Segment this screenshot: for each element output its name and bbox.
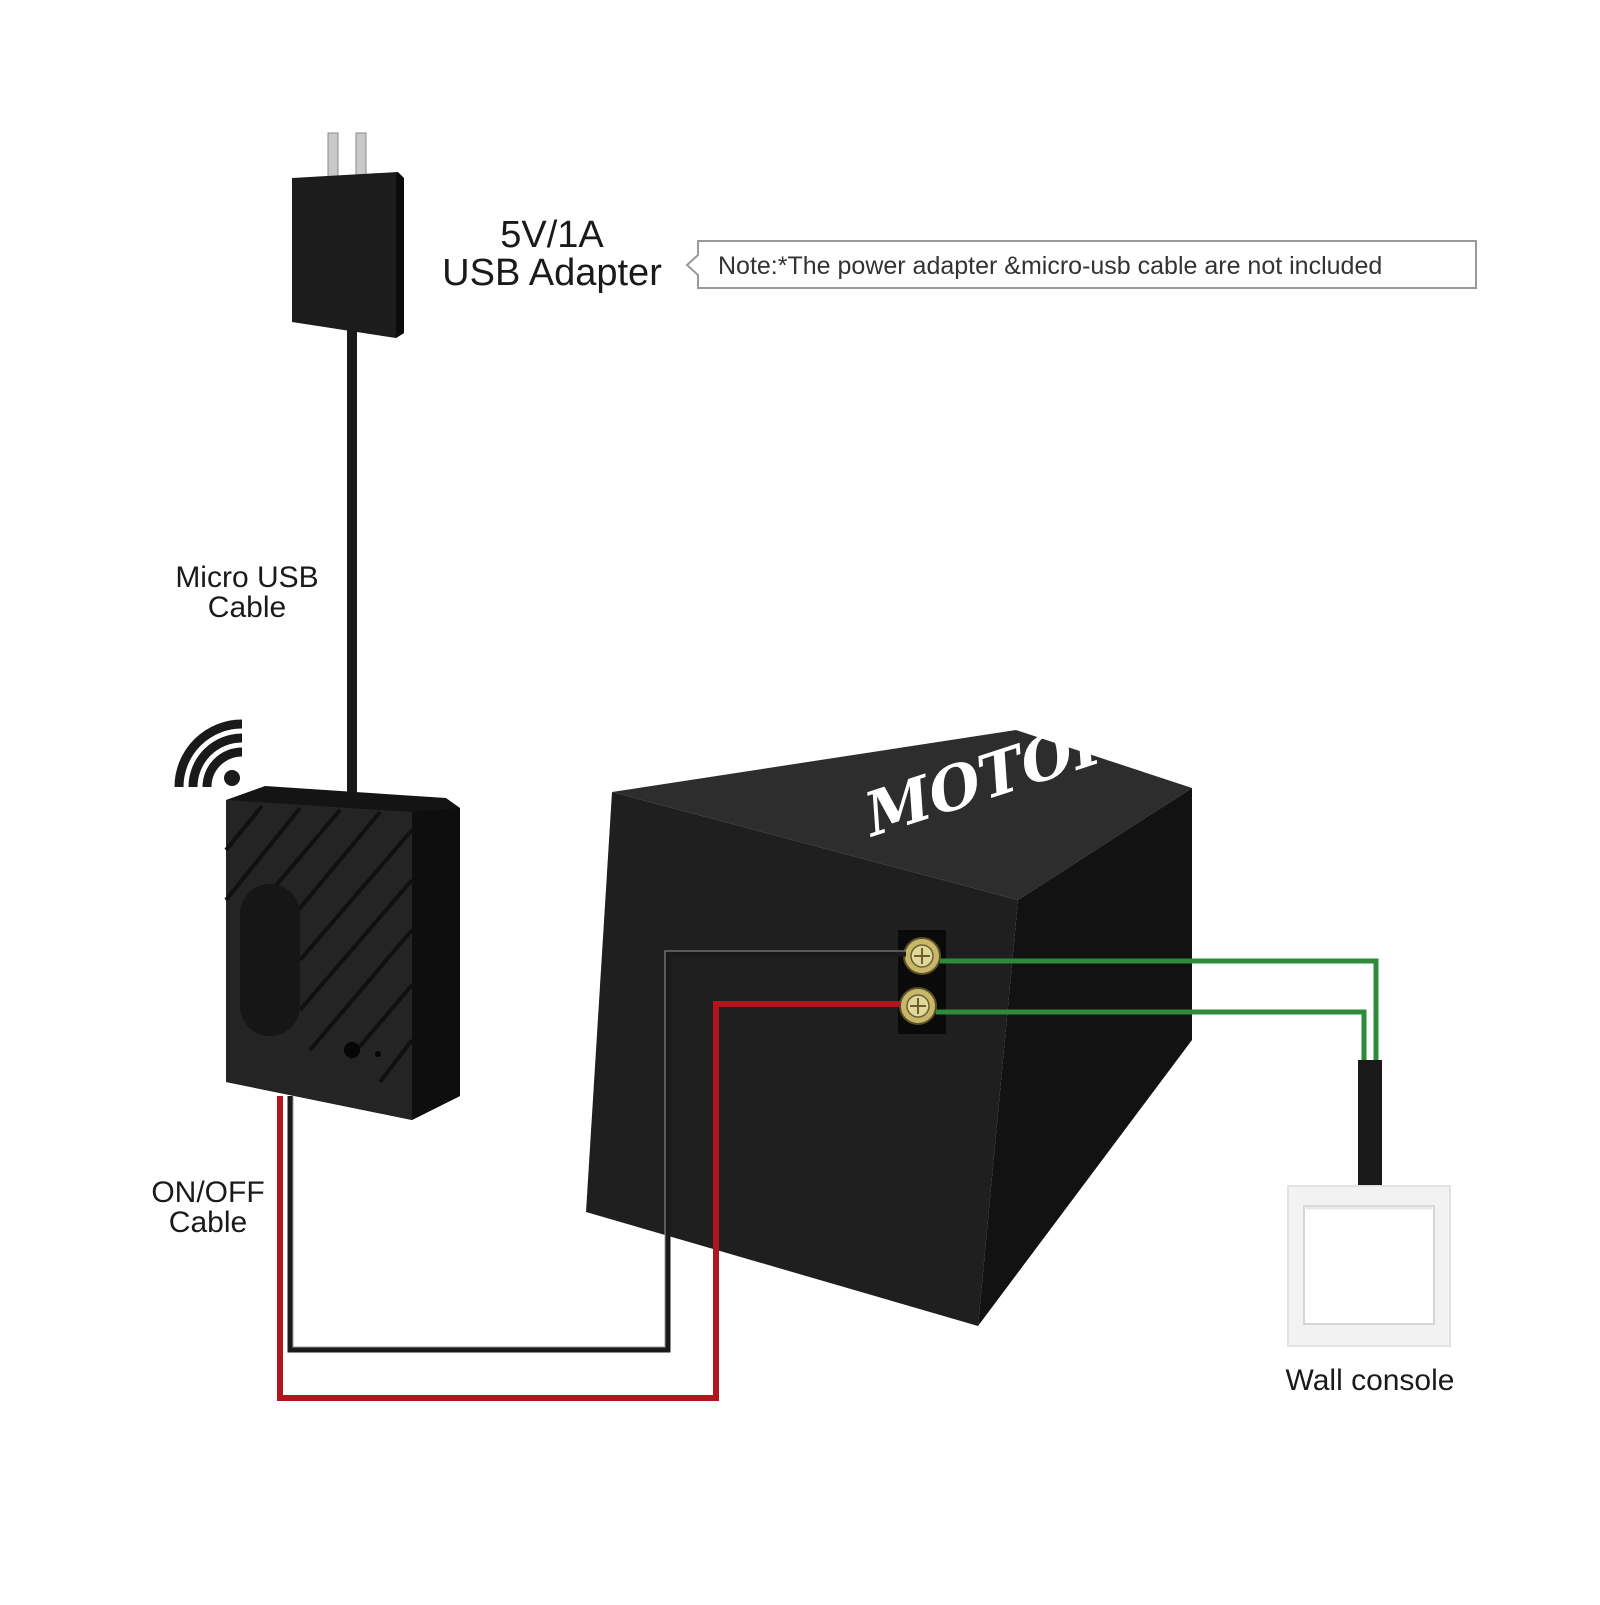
adapter-label-line2: USB Adapter xyxy=(442,252,662,294)
wifi-icon xyxy=(174,719,243,788)
screw-terminal-icon xyxy=(898,930,946,1034)
note-callout: Note:*The power adapter &micro-usb cable… xyxy=(685,240,1477,289)
wall-switch-icon xyxy=(1287,1185,1451,1347)
note-text: Note:*The power adapter &micro-usb cable… xyxy=(718,252,1382,280)
wall-console-label: Wall console xyxy=(1286,1364,1455,1397)
onoff-cable-black xyxy=(287,951,906,1353)
garage-controller-device xyxy=(224,786,460,1120)
micro-usb-label-line1: Micro USB xyxy=(175,561,318,594)
onoff-cable-red xyxy=(277,1001,900,1401)
wall-wire-green-1 xyxy=(940,958,1379,1062)
micro-usb-label-line2: Cable xyxy=(208,591,286,624)
usb-adapter-icon xyxy=(292,132,404,338)
adapter-label-line1: 5V/1A xyxy=(500,214,604,256)
motor-box: MOTOR xyxy=(586,699,1192,1326)
onoff-cable-black-highlight xyxy=(292,950,906,1348)
wall-wire-green-2 xyxy=(936,1009,1367,1062)
wall-wire-sheath xyxy=(1358,1060,1382,1192)
onoff-label-line1: ON/OFF xyxy=(151,1176,264,1209)
onoff-label-line2: Cable xyxy=(169,1206,247,1239)
